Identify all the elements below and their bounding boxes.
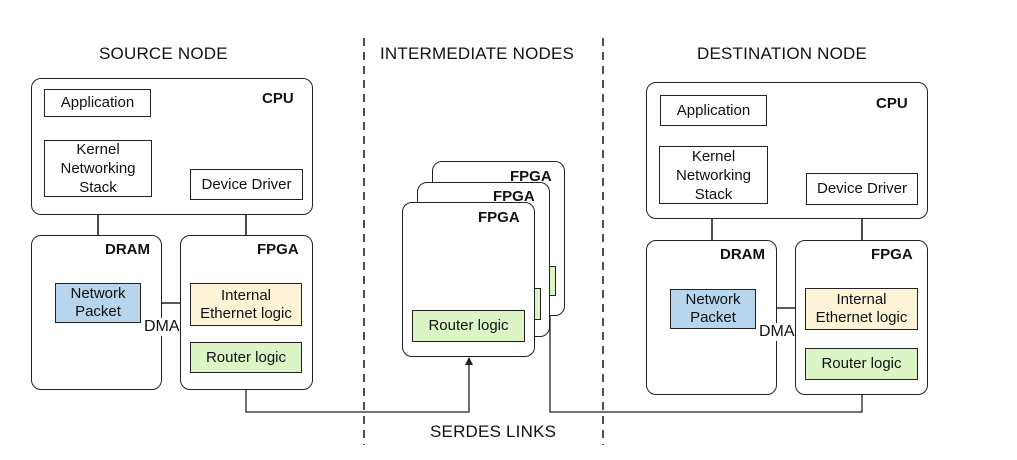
- source-packet-line-1: Network: [70, 285, 126, 302]
- source-application-box: Application: [44, 89, 151, 117]
- destination-dma-label: DMA: [757, 323, 797, 341]
- source-packet-line-2: Packet: [75, 303, 121, 320]
- heading-intermediate-nodes: INTERMEDIATE NODES: [380, 44, 575, 63]
- intermediate-fpga-tag-back: FPGA: [510, 168, 552, 185]
- destination-device-driver-label: Device Driver: [816, 180, 907, 197]
- destination-network-packet-box: Network Packet: [670, 289, 756, 329]
- source-network-packet-box: Network Packet: [55, 283, 141, 323]
- destination-cpu-tag: CPU: [876, 95, 908, 112]
- intermediate-router-label: Router logic: [428, 317, 509, 334]
- intermediate-router-back: [548, 266, 556, 296]
- destination-ethernet-logic-box: Internal Ethernet logic: [805, 288, 918, 330]
- heading-serdes-links: SERDES LINKS: [430, 422, 557, 441]
- source-ethernet-line-1: Internal: [220, 286, 272, 304]
- destination-router-label: Router logic: [821, 355, 902, 372]
- destination-ethernet-line-2: Ethernet logic: [815, 309, 908, 326]
- intermediate-router-logic-box: Router logic: [412, 310, 525, 342]
- source-ethernet-logic-box: Internal Ethernet logic: [190, 283, 302, 326]
- destination-kernel-box: Kernel Networking Stack: [659, 146, 768, 204]
- serdes-link-1: [245, 357, 473, 413]
- destination-device-driver-box: Device Driver: [806, 173, 918, 205]
- source-kernel-line-2: Networking: [60, 160, 136, 177]
- destination-kernel-line-2: Networking: [675, 166, 752, 184]
- destination-kernel-line-1: Kernel: [691, 147, 736, 165]
- intermediate-fpga-tag-front: FPGA: [478, 209, 520, 226]
- destination-packet-line-1: Network: [685, 291, 741, 308]
- destination-packet-line-2: Packet: [690, 309, 736, 326]
- destination-dram-tag: DRAM: [720, 246, 765, 263]
- source-kernel-box: Kernel Networking Stack: [44, 140, 152, 197]
- destination-router-logic-box: Router logic: [805, 348, 918, 380]
- source-cpu-tag: CPU: [262, 90, 294, 107]
- destination-ethernet-line-1: Internal: [836, 291, 887, 308]
- heading-destination-node: DESTINATION NODE: [697, 44, 868, 63]
- source-router-logic-box: Router logic: [190, 342, 302, 373]
- source-fpga-tag: FPGA: [257, 241, 299, 258]
- source-device-driver-label: Device Driver: [201, 175, 292, 193]
- source-dram-tag: DRAM: [105, 241, 150, 258]
- source-kernel-line-3: Stack: [79, 179, 117, 196]
- source-device-driver-box: Device Driver: [190, 169, 303, 200]
- destination-application-box: Application: [660, 95, 767, 126]
- source-kernel-line-1: Kernel: [76, 141, 120, 158]
- destination-application-label: Application: [676, 101, 751, 119]
- source-ethernet-line-2: Ethernet logic: [200, 304, 292, 322]
- destination-fpga-tag: FPGA: [871, 246, 913, 263]
- heading-source-node: SOURCE NODE: [99, 44, 228, 63]
- source-application-label: Application: [60, 94, 135, 111]
- intermediate-router-middle: [533, 288, 541, 320]
- serdes-link-2: [549, 268, 866, 413]
- intermediate-fpga-tag-middle: FPGA: [493, 188, 535, 205]
- destination-kernel-line-3: Stack: [694, 185, 733, 203]
- source-dma-label: DMA: [142, 318, 182, 336]
- source-router-label: Router logic: [205, 348, 287, 366]
